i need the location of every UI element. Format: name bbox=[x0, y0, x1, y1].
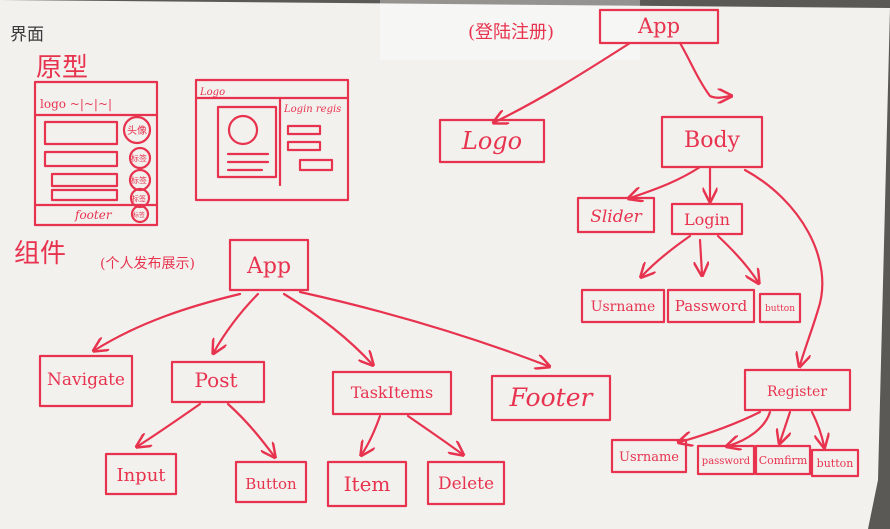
sketch-blog-side-1: 头像 bbox=[127, 125, 147, 137]
edge-body-slider bbox=[630, 165, 702, 198]
label-reg-button: button bbox=[817, 457, 854, 470]
node-body bbox=[660, 115, 764, 169]
note-page-login-register: (登陆注册) bbox=[468, 22, 554, 43]
label-login-password: Password bbox=[675, 297, 748, 315]
sketch-login-tabs-text: Login regis bbox=[283, 104, 341, 115]
note-section-prototype-2: 原型 bbox=[36, 53, 88, 83]
note-section-prototype-1: 界面 bbox=[10, 25, 44, 45]
node-login-username bbox=[580, 288, 666, 324]
sketch-login-field-1 bbox=[286, 124, 322, 136]
label-footer: Footer bbox=[509, 383, 595, 412]
sketch-login-frame bbox=[194, 78, 350, 202]
sketch-login-content bbox=[216, 105, 278, 179]
edge-app-navigate bbox=[95, 292, 242, 350]
edge-login-password bbox=[700, 238, 702, 274]
node-app-blog bbox=[228, 238, 310, 292]
node-footer bbox=[490, 374, 612, 422]
node-navigate bbox=[38, 354, 134, 408]
label-button: Button bbox=[245, 475, 297, 493]
node-taskitems bbox=[331, 370, 453, 416]
label-navigate: Navigate bbox=[47, 370, 125, 390]
label-input: Input bbox=[116, 465, 166, 486]
edge-taskitems-item bbox=[362, 414, 382, 454]
node-reg-button bbox=[810, 448, 860, 478]
sketch-blog-side-3: 标签 bbox=[131, 175, 147, 185]
edge-app-logo bbox=[495, 41, 632, 122]
edge-register-password bbox=[728, 410, 772, 446]
edge-body-register bbox=[743, 168, 824, 365]
sketch-blog-block-1 bbox=[43, 120, 119, 146]
sketch-blog-side-2: 标签 bbox=[131, 153, 147, 163]
label-reg-username: Usrname bbox=[619, 450, 679, 465]
edge-post-input bbox=[138, 402, 202, 446]
label-slider: Slider bbox=[590, 207, 642, 227]
sketch-login-btn bbox=[298, 158, 334, 172]
sketch-blog-block-4 bbox=[50, 188, 119, 202]
edge-app-taskitems bbox=[282, 292, 372, 364]
edge-register-username bbox=[680, 410, 762, 442]
node-app-login bbox=[598, 8, 720, 45]
label-reg-confirm: Comfirm bbox=[759, 454, 808, 467]
label-reg-password: password bbox=[702, 456, 751, 467]
label-register: Register bbox=[767, 384, 827, 400]
node-button bbox=[234, 460, 308, 504]
note-section-components: 组件 bbox=[14, 239, 66, 269]
sketch-blog-frame bbox=[33, 80, 159, 227]
label-login-username: Usrname bbox=[591, 299, 656, 315]
sketch-blog-tag-4 bbox=[130, 204, 150, 224]
edge-register-button bbox=[810, 410, 824, 446]
node-item bbox=[326, 460, 408, 508]
node-reg-username bbox=[610, 438, 688, 474]
sketch-blog-avatar bbox=[122, 115, 152, 145]
node-delete bbox=[426, 460, 506, 506]
label-app-login: App bbox=[637, 14, 680, 38]
label-body: Body bbox=[684, 128, 740, 153]
sketch-blog-side-5: 标签 bbox=[133, 211, 145, 219]
sketch-blog-tag-1 bbox=[128, 146, 152, 170]
label-taskitems: TaskItems bbox=[351, 383, 433, 402]
label-post: Post bbox=[195, 368, 238, 392]
label-item: Item bbox=[344, 472, 391, 496]
edge-login-button bbox=[716, 234, 758, 282]
node-login-button bbox=[758, 292, 802, 324]
label-login-button: button bbox=[765, 304, 795, 314]
label-app-blog: App bbox=[246, 254, 291, 279]
board-glare bbox=[380, 0, 640, 60]
sketch-login-field-2 bbox=[286, 140, 322, 152]
sketch-blog-footer-text: footer bbox=[74, 208, 113, 222]
note-page-personal-blog: (个人发布展示) bbox=[100, 256, 195, 272]
edge-app-body bbox=[678, 41, 730, 98]
label-logo: Logo bbox=[461, 127, 522, 155]
sketch-login-image bbox=[227, 114, 259, 146]
edge-app-post bbox=[214, 292, 260, 352]
sketch-login-logo-text: Logo bbox=[199, 87, 225, 98]
edge-taskitems-delete bbox=[406, 414, 462, 454]
edge-app-footer bbox=[298, 290, 548, 366]
sketch-blog-block-3 bbox=[50, 172, 119, 188]
node-login-password bbox=[666, 288, 756, 324]
node-post bbox=[170, 360, 266, 404]
node-input bbox=[104, 452, 178, 496]
node-login bbox=[670, 202, 744, 236]
label-login: Login bbox=[684, 210, 730, 229]
edge-post-button bbox=[226, 402, 274, 456]
edge-login-username bbox=[642, 234, 692, 276]
sketch-blog-block-2 bbox=[43, 150, 119, 168]
edge-register-confirm bbox=[780, 410, 790, 442]
node-slider bbox=[576, 196, 656, 234]
sketch-blog-header-text: logo ~|~|~| bbox=[40, 97, 112, 111]
sketch-blog-side-4: 标签 bbox=[132, 194, 146, 203]
label-delete: Delete bbox=[438, 474, 494, 494]
